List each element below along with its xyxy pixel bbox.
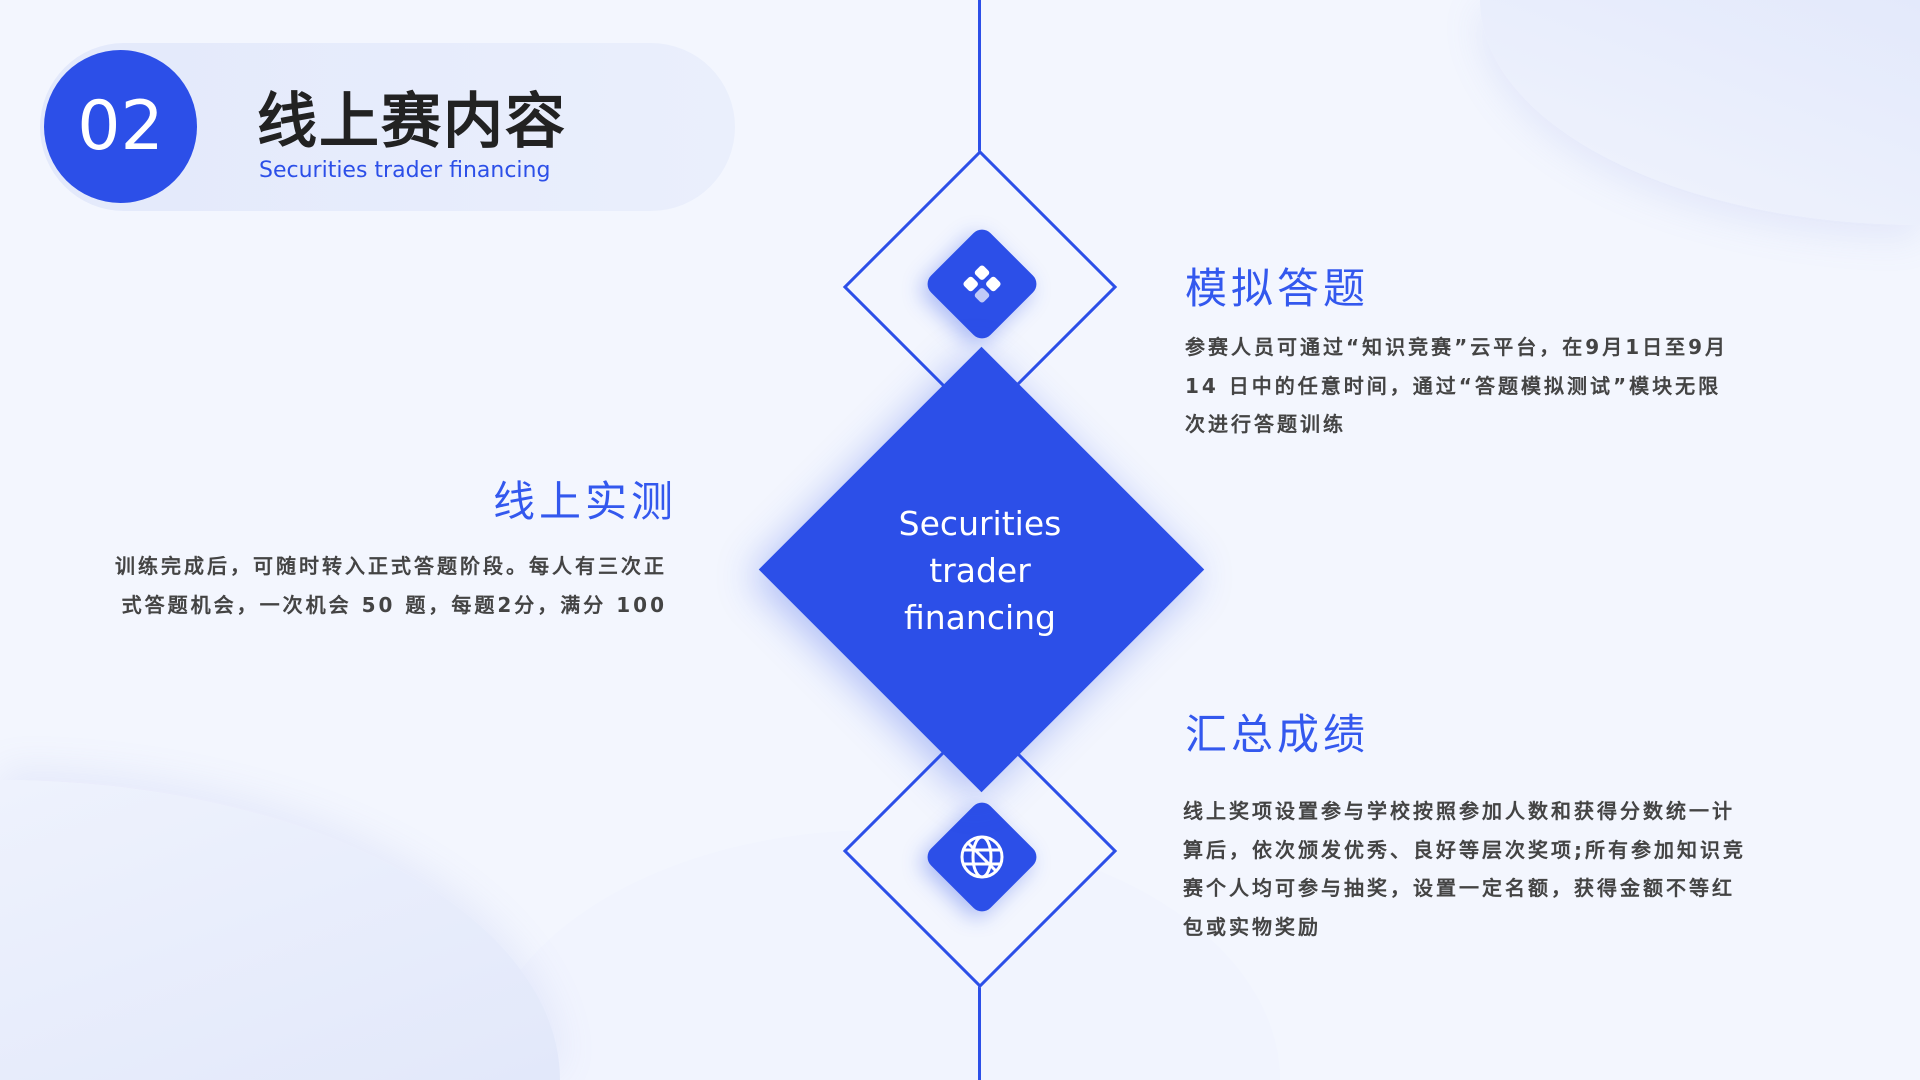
grid-icon — [952, 254, 1012, 314]
decor-circle — [0, 780, 560, 1080]
center-line: Securities — [898, 504, 1062, 543]
text-line: 包或实物奖励 — [1183, 914, 1321, 939]
text-line: 14 日中的任意时间，通过“答题模拟测试”模块无限 — [1185, 373, 1722, 398]
section-title-summary: 汇总成绩 — [1185, 710, 1370, 759]
section-number: 02 — [44, 50, 197, 203]
section-text-summary: 线上奖项设置参与学校按照参加人数和获得分数统一计 算后，依次颁发优秀、良好等层次… — [1183, 792, 1746, 946]
center-line: trader — [929, 551, 1031, 590]
section-text-simulation: 参赛人员可通过“知识竞赛”云平台，在9月1日至9月 14 日中的任意时间，通过“… — [1185, 328, 1728, 444]
center-label: Securities trader financing — [830, 500, 1130, 641]
text-line: 参赛人员可通过“知识竞赛”云平台，在9月1日至9月 — [1185, 335, 1729, 359]
text-line: 次进行答题训练 — [1185, 412, 1346, 436]
text-line: 赛个人均可参与抽奖，设置一定名额，获得金额不等红 — [1183, 876, 1735, 900]
text-line: 训练完成后，可随时转入正式答题阶段。每人有三次正 — [115, 554, 667, 578]
section-title-online-test: 线上实测 — [492, 477, 677, 526]
text-line: 式答题机会，一次机会 50 题，每题2分，满分 100 — [121, 592, 667, 617]
center-line: financing — [903, 598, 1056, 637]
text-line: 算后，依次颁发优秀、良好等层次奖项;所有参加知识竞 — [1183, 837, 1746, 862]
section-title-simulation: 模拟答题 — [1185, 264, 1370, 313]
decor-circle — [1480, 0, 1920, 225]
text-line: 线上奖项设置参与学校按照参加人数和获得分数统一计 — [1183, 799, 1735, 823]
page-subtitle: Securities trader financing — [259, 158, 551, 183]
globe-icon — [952, 827, 1012, 887]
page-title: 线上赛内容 — [257, 87, 567, 157]
section-text-online-test: 训练完成后，可随时转入正式答题阶段。每人有三次正 式答题机会，一次机会 50 题… — [115, 547, 667, 624]
